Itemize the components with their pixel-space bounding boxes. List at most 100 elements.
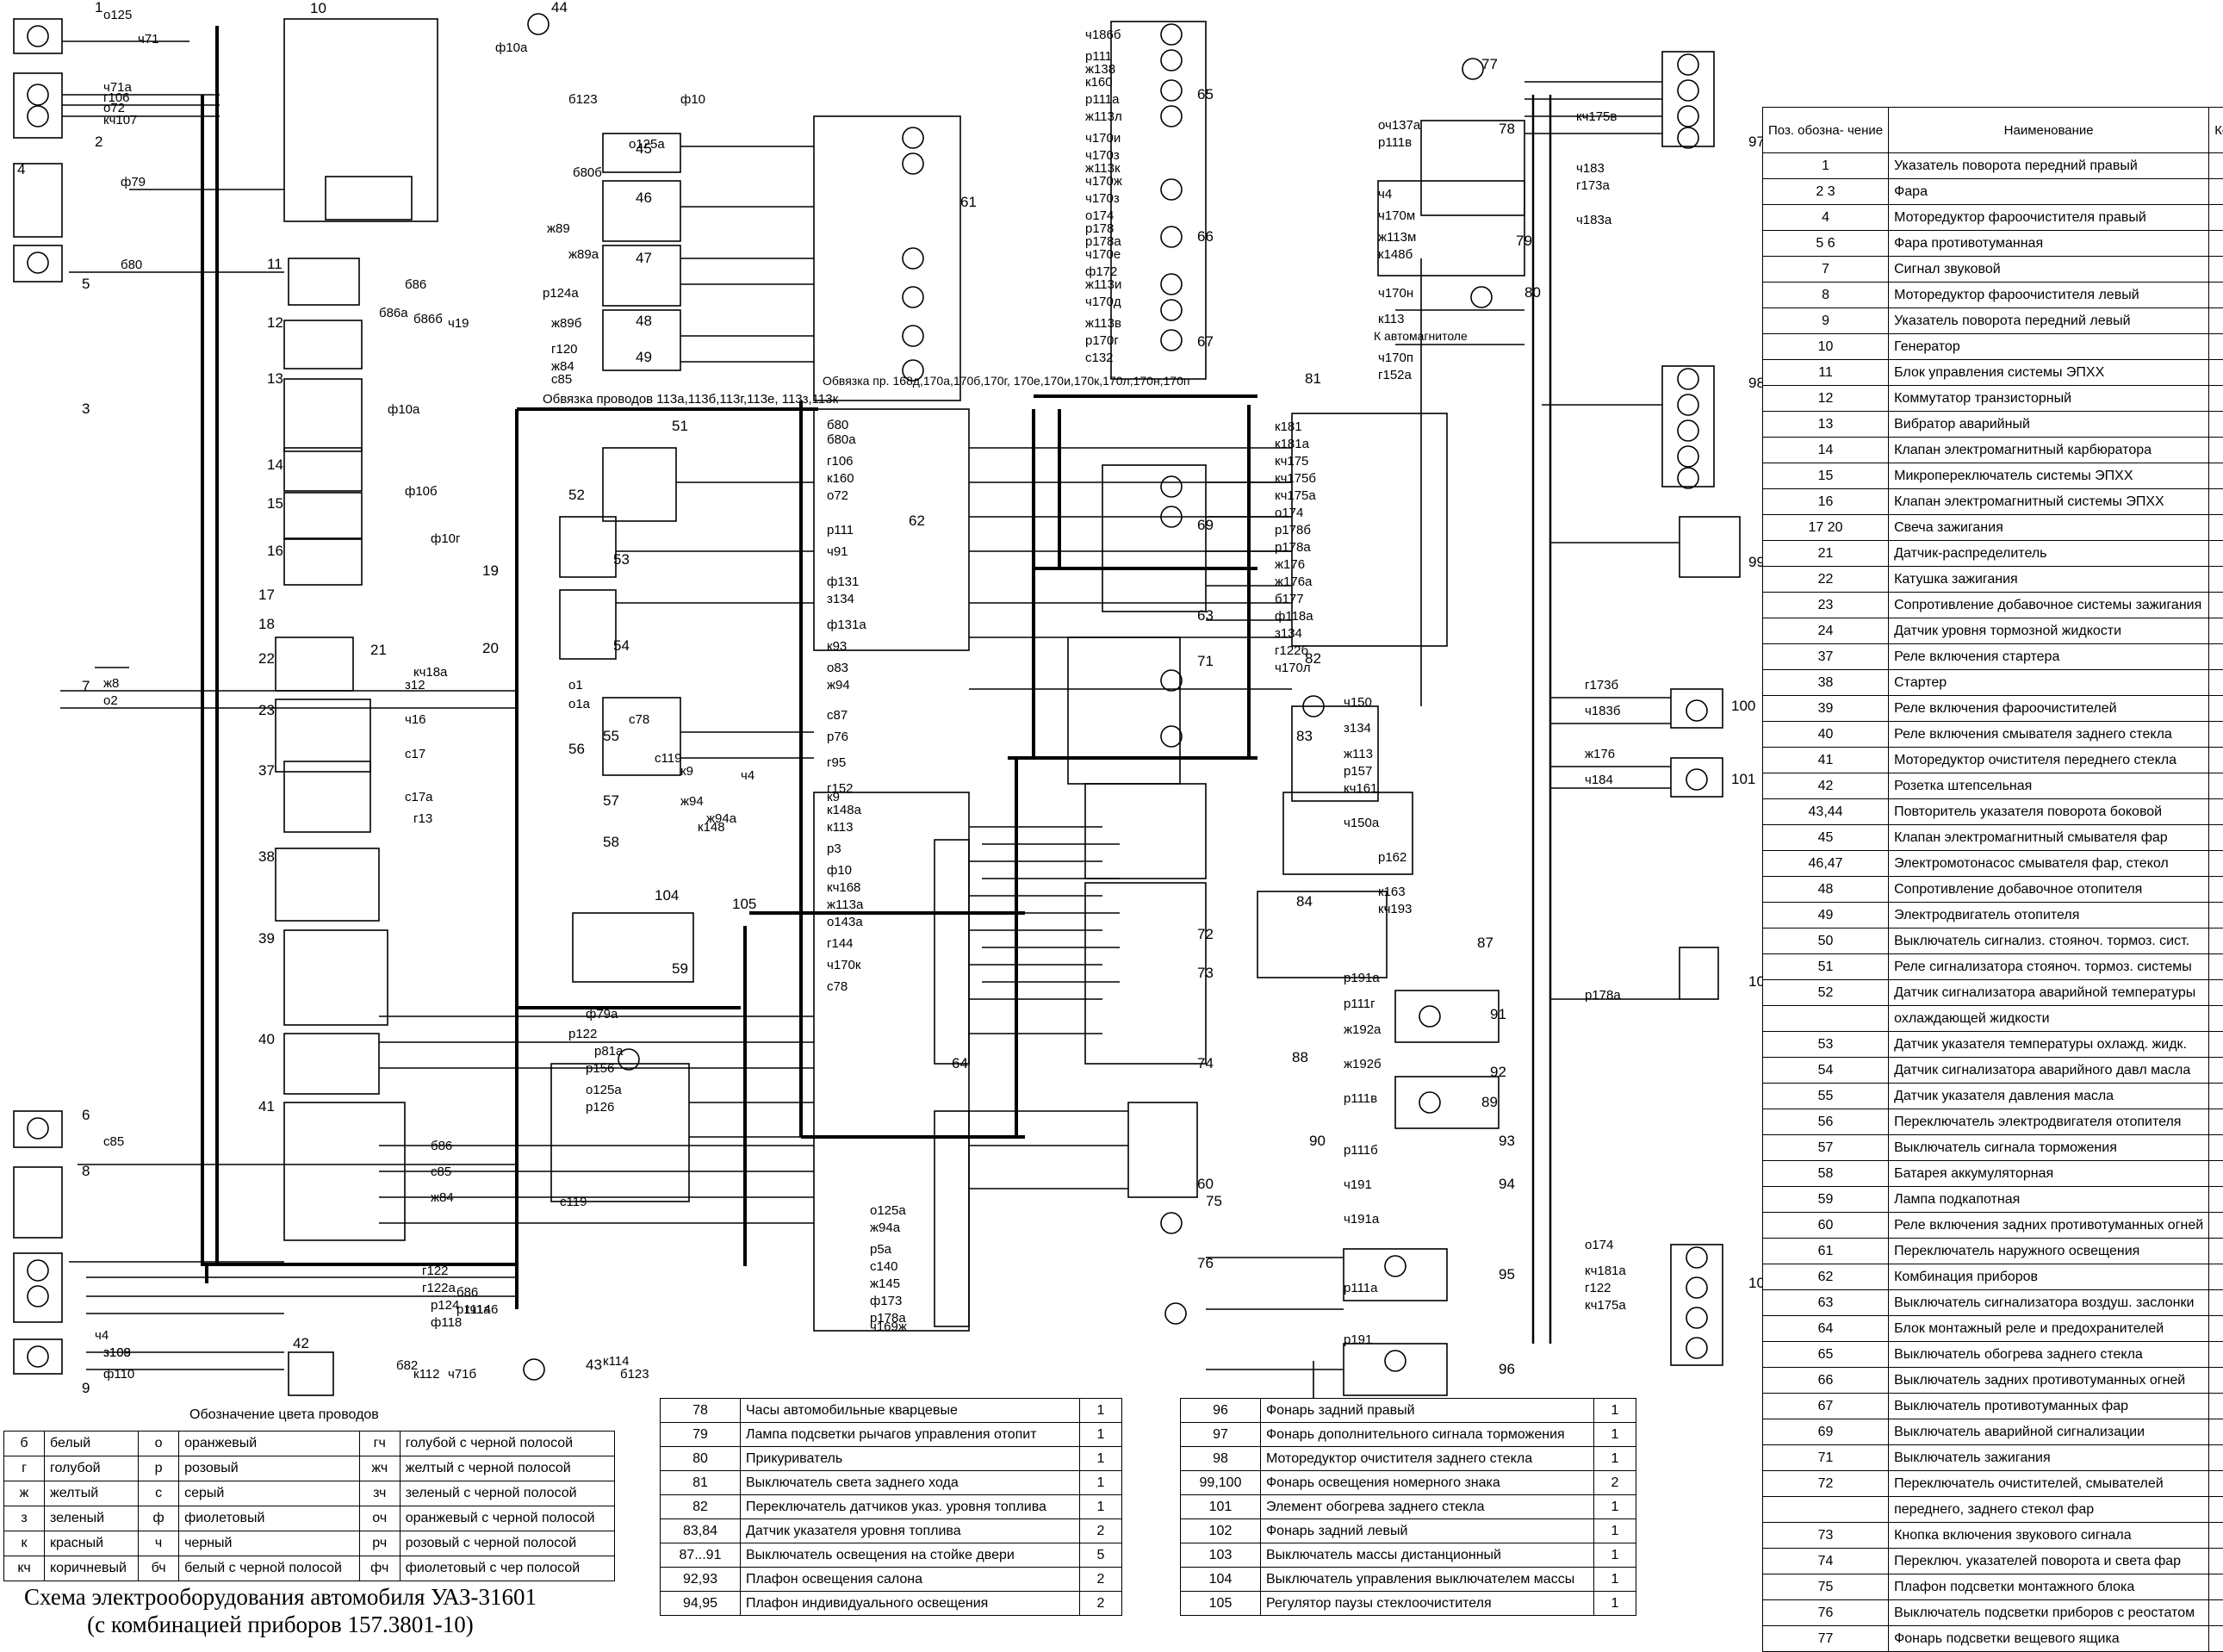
wire-label: р156 xyxy=(586,1061,614,1076)
color-code: гч xyxy=(359,1432,400,1456)
component-number: 13 xyxy=(267,370,283,387)
component-number: 96 xyxy=(1499,1361,1515,1377)
wire-label: б86б xyxy=(413,312,443,326)
component-number: 83 xyxy=(1296,728,1313,744)
part-qty: 1 xyxy=(1594,1519,1636,1543)
component-number: 39 xyxy=(258,930,275,947)
wire-label: ч150а xyxy=(1344,816,1380,830)
part-name: Блок монтажный реле и предохранителей xyxy=(1889,1316,2209,1342)
component-number: 3 xyxy=(82,401,90,417)
part-qty: 1 xyxy=(2209,1626,2223,1652)
part-name: Переключатель наружного освещения xyxy=(1889,1239,2209,1264)
wire-label: к160 xyxy=(827,471,854,486)
color-code: ф xyxy=(139,1506,179,1531)
part-name: Свеча зажигания xyxy=(1889,515,2209,541)
component-number: 42 xyxy=(293,1335,309,1351)
part-qty: 2 xyxy=(1594,1471,1636,1495)
wire-label: ф10г xyxy=(431,531,461,546)
wire-label: р111г xyxy=(1344,997,1375,1011)
wire-label: б123 xyxy=(620,1367,649,1382)
part-qty: 1 xyxy=(2209,1084,2223,1109)
wire-label: г144 xyxy=(827,936,854,951)
part-pos: 39 xyxy=(1763,696,1889,722)
wire-label: ж8 xyxy=(103,676,119,691)
part-pos: 56 xyxy=(1763,1109,1889,1135)
wire-label: г122 xyxy=(422,1264,449,1278)
wire-label: ж94 xyxy=(680,794,704,809)
color-name: серый xyxy=(179,1481,360,1506)
color-name: голубой с черной полосой xyxy=(400,1432,614,1456)
part-name: Фара xyxy=(1889,179,2209,205)
wire-label: к181а xyxy=(1275,437,1310,451)
part-qty: 1 xyxy=(2209,1161,2223,1187)
component-number: 100 xyxy=(1731,698,1755,714)
component-number: 67 xyxy=(1197,333,1214,350)
wire-label: к113 xyxy=(1378,312,1404,326)
component-numbers: 1234567891011121314151617181920212223373… xyxy=(17,0,1773,1396)
component-number: 59 xyxy=(672,960,688,977)
wire-label: кч107 xyxy=(103,113,137,127)
wire-label: ф131 xyxy=(827,574,859,589)
part-pos: 9 xyxy=(1763,308,1889,334)
wire-label: ж113м xyxy=(1378,230,1416,245)
wire-label: о125а xyxy=(629,137,665,152)
part-name: Выключатель сигнализатора воздуш. заслон… xyxy=(1889,1290,2209,1316)
header-name: Наименование xyxy=(1889,108,2209,153)
wire-label: ж113а xyxy=(827,897,864,912)
component-number: 52 xyxy=(568,487,585,503)
wire-label: ч191 xyxy=(1344,1177,1372,1192)
wire-label: р191а xyxy=(1344,971,1380,985)
part-qty: 1 xyxy=(2209,903,2223,928)
part-name: Выключатель сигнала торможения xyxy=(1889,1135,2209,1161)
wire-label: ч183б xyxy=(1585,704,1620,718)
wire-label: к148б xyxy=(1378,247,1413,262)
part-name: Микропереключатель системы ЭПХХ xyxy=(1889,463,2209,489)
component-number: 75 xyxy=(1206,1193,1222,1209)
part-qty: 1 xyxy=(2209,153,2223,179)
part-pos: 17 20 xyxy=(1763,515,1889,541)
wire-label: б80а xyxy=(827,432,856,447)
wire-label: о125а xyxy=(586,1083,622,1097)
part-qty: 2 xyxy=(1080,1592,1122,1616)
wire-label: ж94а xyxy=(870,1220,901,1235)
part-name: Реле включения задних противотуманных ог… xyxy=(1889,1213,2209,1239)
part-qty: 1 xyxy=(2209,1290,2223,1316)
wire-label: ч169ж xyxy=(870,1320,907,1334)
part-pos: 42 xyxy=(1763,773,1889,799)
wire-label: ч4 xyxy=(1378,187,1392,202)
component-number: 19 xyxy=(482,562,499,579)
component-number: 57 xyxy=(603,792,619,809)
part-pos: 87...91 xyxy=(661,1543,741,1568)
wire-label: ж145 xyxy=(870,1276,900,1291)
part-name: Выключатель противотуманных фар xyxy=(1889,1394,2209,1419)
wire-label: з134 xyxy=(827,592,854,606)
part-pos: 101 xyxy=(1181,1495,1261,1519)
wire-label: с85 xyxy=(103,1134,124,1149)
part-name: Клапан электромагнитный смывателя фар xyxy=(1889,825,2209,851)
part-name: Комбинация приборов xyxy=(1889,1264,2209,1290)
wire-label: ф10 xyxy=(680,92,705,107)
color-name: розовый xyxy=(179,1456,360,1481)
part-pos: 60 xyxy=(1763,1213,1889,1239)
part-pos: 62 xyxy=(1763,1264,1889,1290)
part-pos: 63 xyxy=(1763,1290,1889,1316)
part-qty: 1 xyxy=(2209,257,2223,283)
wire-label: о174 xyxy=(1275,506,1303,520)
part-name: Плафон индивидуального освещения xyxy=(741,1592,1080,1616)
